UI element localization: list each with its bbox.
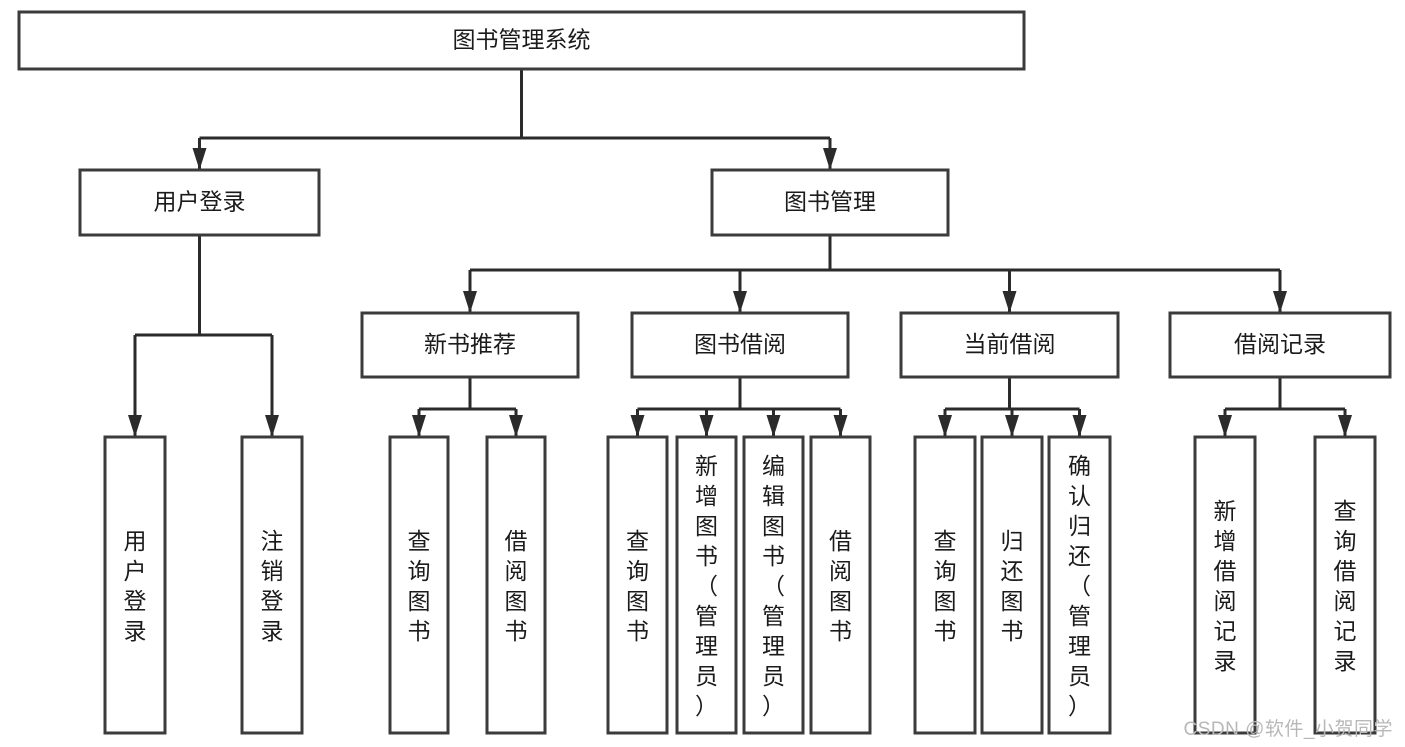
node-user-login[interactable]: 用户登录: [78, 168, 321, 237]
node-label: 图书管理: [784, 189, 876, 215]
node-box[interactable]: [980, 435, 1044, 735]
node-leaf-3[interactable]: 借阅图书: [485, 435, 547, 735]
node-label: 用户登录: [154, 189, 246, 215]
arrow-head-icon: [823, 148, 837, 170]
node-box[interactable]: [742, 435, 805, 735]
node-label: 确认归还（管理员）: [1068, 453, 1091, 719]
node-leaf-0[interactable]: 用户登录: [103, 435, 167, 735]
node-label: 查询图书: [408, 528, 431, 644]
node-box[interactable]: [388, 435, 450, 735]
arrow-head-icon: [509, 415, 523, 437]
node-label: 借阅图书: [505, 528, 528, 644]
arrow-head-icon: [128, 415, 142, 437]
arrow-head-icon: [1218, 415, 1232, 437]
arrow-head-icon: [265, 415, 279, 437]
arrow-head-icon: [938, 415, 952, 437]
node-leaf-2[interactable]: 查询图书: [388, 435, 450, 735]
arrow-head-icon: [1072, 415, 1087, 437]
node-label: 借阅记录: [1234, 331, 1326, 357]
node-leaf-1[interactable]: 注销登录: [240, 435, 304, 735]
node-leaf-10[interactable]: 确认归还（管理员）: [1047, 435, 1112, 735]
node-box[interactable]: [485, 435, 547, 735]
node-box[interactable]: [630, 311, 850, 379]
connectors-layer: [128, 69, 1352, 437]
node-box[interactable]: [606, 435, 669, 735]
nodes-layer: 图书管理系统用户登录图书管理新书推荐图书借阅当前借阅借阅记录用户登录注销登录查询…: [17, 10, 1392, 735]
node-box[interactable]: [17, 10, 1026, 71]
node-label: 当前借阅: [964, 331, 1056, 357]
node-leaf-9[interactable]: 归还图书: [980, 435, 1044, 735]
arrow-head-icon: [1002, 291, 1017, 313]
arrow-head-icon: [630, 415, 645, 437]
node-box[interactable]: [240, 435, 304, 735]
arrow-head-icon: [699, 415, 714, 437]
node-leaf-4[interactable]: 查询图书: [606, 435, 669, 735]
arrow-head-icon: [733, 291, 747, 313]
node-label: 图书借阅: [694, 331, 786, 357]
node-box[interactable]: [899, 311, 1120, 379]
node-level3-1[interactable]: 图书借阅: [630, 311, 850, 379]
node-leaf-7[interactable]: 借阅图书: [809, 435, 872, 735]
arrow-head-icon: [766, 415, 781, 437]
node-box[interactable]: [913, 435, 977, 735]
node-label: 图书管理系统: [453, 27, 591, 53]
arrow-head-icon: [463, 291, 477, 313]
node-level3-3[interactable]: 借阅记录: [1168, 311, 1392, 379]
node-label: 查询图书: [934, 528, 957, 644]
node-box[interactable]: [710, 168, 950, 237]
node-leaf-11[interactable]: 新增借阅记录: [1193, 435, 1257, 735]
node-leaf-8[interactable]: 查询图书: [913, 435, 977, 735]
node-box[interactable]: [103, 435, 167, 735]
node-leaf-12[interactable]: 查询借阅记录: [1313, 435, 1377, 735]
node-box[interactable]: [1047, 435, 1112, 735]
node-book-management[interactable]: 图书管理: [710, 168, 950, 237]
node-label: 新书推荐: [424, 331, 516, 357]
node-box[interactable]: [1313, 435, 1377, 735]
node-box[interactable]: [78, 168, 321, 237]
node-label: 查询图书: [626, 528, 649, 644]
arrow-head-icon: [1273, 291, 1287, 313]
node-label: 编辑图书（管理员）: [762, 453, 785, 719]
node-leaf-6[interactable]: 编辑图书（管理员）: [742, 435, 805, 735]
node-level3-0[interactable]: 新书推荐: [360, 311, 580, 379]
node-box[interactable]: [809, 435, 872, 735]
node-leaf-5[interactable]: 新增图书（管理员）: [675, 435, 738, 735]
node-label: 归还图书: [1001, 528, 1024, 644]
node-label: 新增图书（管理员）: [695, 453, 718, 719]
node-box[interactable]: [1193, 435, 1257, 735]
node-root-system[interactable]: 图书管理系统: [17, 10, 1026, 71]
arrow-head-icon: [833, 415, 848, 437]
node-label: 借阅图书: [829, 528, 852, 644]
node-box[interactable]: [1168, 311, 1392, 379]
node-label: 用户登录: [124, 528, 147, 644]
arrow-head-icon: [412, 415, 426, 437]
node-label: 查询借阅记录: [1334, 498, 1357, 674]
arrow-head-icon: [192, 148, 207, 170]
arrow-head-icon: [1338, 415, 1352, 437]
arrow-head-icon: [1005, 415, 1019, 437]
node-box[interactable]: [360, 311, 580, 379]
node-label: 注销登录: [261, 528, 284, 644]
node-label: 新增借阅记录: [1214, 498, 1237, 674]
node-box[interactable]: [675, 435, 738, 735]
node-level3-2[interactable]: 当前借阅: [899, 311, 1120, 379]
